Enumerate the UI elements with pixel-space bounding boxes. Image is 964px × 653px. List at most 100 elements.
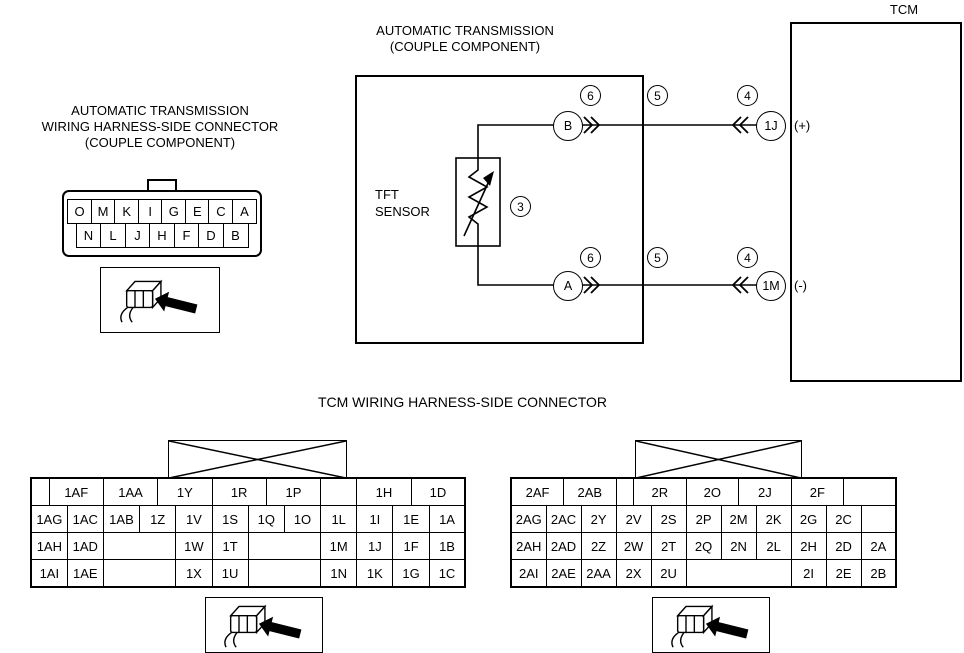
pin-cell-2AD: 2AD	[545, 532, 582, 560]
pin-cell-2Z: 2Z	[580, 532, 617, 560]
tft-sensor-label-line-1: TFT	[375, 187, 399, 202]
pin-cell-2AC: 2AC	[545, 505, 582, 533]
automatic-transmission-box	[355, 75, 644, 344]
pin-cell-1W: 1W	[175, 532, 213, 560]
tcm-box	[790, 22, 962, 382]
pin-cell-1J: 1J	[356, 532, 394, 560]
keying-box-left	[168, 440, 347, 479]
pin-cell-2AG: 2AG	[510, 505, 547, 533]
wire-negative	[477, 246, 757, 286]
pin-cell-1Z: 1Z	[139, 505, 177, 533]
callout-4-top: 4	[737, 85, 758, 106]
tcm-title: TCM	[889, 2, 919, 17]
pin-cell-2F: 2F	[790, 477, 845, 506]
connector-view-icon-box-3	[652, 597, 770, 653]
pin-cell-1AA: 1AA	[102, 477, 159, 506]
pin-cell-blank	[247, 559, 322, 588]
pin-cell-1Q: 1Q	[247, 505, 285, 533]
pin-cell-blank	[860, 505, 897, 533]
pin-cell-E: E	[184, 199, 210, 224]
pin-cell-2AF: 2AF	[510, 477, 565, 506]
pin-cell-1AH: 1AH	[30, 532, 68, 560]
pin-cell-2L: 2L	[755, 532, 792, 560]
at-component-title-line-2: (COUPLE COMPONENT)	[389, 39, 541, 54]
at-component-title: AUTOMATIC TRANSMISSION (COUPLE COMPONENT…	[330, 23, 600, 55]
pin-cell-K: K	[114, 199, 140, 224]
pin-cell-1S: 1S	[211, 505, 249, 533]
pin-cell-blank	[615, 477, 635, 506]
pin-cell-1U: 1U	[211, 559, 249, 588]
pin-cell-2Q: 2Q	[685, 532, 722, 560]
pin-cell-I: I	[137, 199, 163, 224]
pin-cell-1AF: 1AF	[48, 477, 104, 506]
pin-cell-2K: 2K	[755, 505, 792, 533]
pin-cell-blank	[685, 559, 792, 588]
pin-cell-1B: 1B	[428, 532, 466, 560]
pin-cell-G: G	[161, 199, 187, 224]
callout-6-top: 6	[580, 85, 601, 106]
pin-cell-2G: 2G	[790, 505, 827, 533]
pin-cell-2AA: 2AA	[580, 559, 617, 588]
pin-cell-1AG: 1AG	[30, 505, 68, 533]
pin-cell-2S: 2S	[650, 505, 687, 533]
pin-cell-2R: 2R	[633, 477, 687, 506]
pin-cell-1AI: 1AI	[30, 559, 68, 588]
pin-cell-1D: 1D	[410, 477, 466, 506]
callout-3-sensor: 3	[510, 196, 531, 217]
keying-box-right	[635, 440, 802, 479]
pin-cell-2AI: 2AI	[510, 559, 547, 588]
pin-cell-2V: 2V	[615, 505, 652, 533]
pin-cell-2W: 2W	[615, 532, 652, 560]
pin-cell-2B: 2B	[860, 559, 897, 588]
pin-cell-2C: 2C	[825, 505, 862, 533]
pin-cell-1A: 1A	[428, 505, 466, 533]
pin-cell-1L: 1L	[320, 505, 358, 533]
pin-cell-1I: 1I	[356, 505, 394, 533]
pin-cell-1Y: 1Y	[157, 477, 213, 506]
pin-cell-2I: 2I	[790, 559, 827, 588]
pin-cell-blank	[102, 559, 177, 588]
tcm-harness-heading: TCM WIRING HARNESS-SIDE CONNECTOR	[317, 394, 608, 410]
callout-5-top: 5	[647, 85, 668, 106]
callout-5-bottom: 5	[647, 247, 668, 268]
pin-cell-2X: 2X	[615, 559, 652, 588]
tft-sensor-label: TFT SENSOR	[375, 186, 430, 220]
pin-cell-2D: 2D	[825, 532, 862, 560]
pin-cell-blank	[30, 477, 50, 506]
pin-cell-1K: 1K	[356, 559, 394, 588]
pin-cell-2N: 2N	[720, 532, 757, 560]
pin-cell-2AH: 2AH	[510, 532, 547, 560]
x-mark-left	[169, 441, 346, 478]
pin-cell-1AB: 1AB	[102, 505, 141, 533]
pin-cell-2A: 2A	[860, 532, 897, 560]
pin-cell-1H: 1H	[356, 477, 412, 506]
connector-view-icon-box-2	[205, 597, 323, 653]
terminal-b: B	[553, 111, 583, 141]
pin-cell-blank	[247, 532, 322, 560]
pin-cell-1R: 1R	[211, 477, 267, 506]
harness-connector-title: AUTOMATIC TRANSMISSION WIRING HARNESS-SI…	[8, 103, 312, 151]
pin-cell-blank	[843, 477, 897, 506]
connector-arrow-icon	[224, 604, 302, 648]
pin-cell-M: M	[90, 199, 116, 224]
terminal-a: A	[553, 271, 583, 301]
at-component-title-line-1: AUTOMATIC TRANSMISSION	[376, 23, 554, 38]
pin-cell-1AE: 1AE	[66, 559, 104, 588]
pin-cell-1P: 1P	[265, 477, 322, 506]
pin-cell-1N: 1N	[320, 559, 358, 588]
pin-cell-C: C	[208, 199, 234, 224]
pin-cell-1E: 1E	[392, 505, 430, 533]
pin-cell-2AE: 2AE	[545, 559, 582, 588]
pin-cell-1X: 1X	[175, 559, 213, 588]
pin-cell-1G: 1G	[392, 559, 430, 588]
pin-cell-1F: 1F	[392, 532, 430, 560]
callout-6-bottom: 6	[580, 247, 601, 268]
pin-cell-A: A	[231, 199, 257, 224]
